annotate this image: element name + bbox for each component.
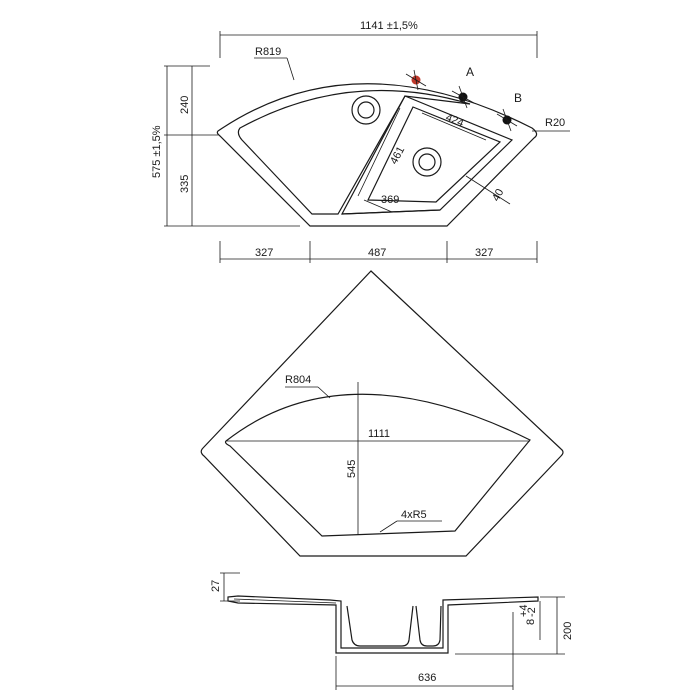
bowl-top-dim (421, 112, 487, 141)
bowl-inner-outline (367, 106, 502, 203)
corner-radius-label: R20 (545, 117, 565, 129)
cutout-inner (224, 393, 531, 537)
thickness-tol-plus: +4 (518, 604, 530, 617)
bowl-side-dim (357, 107, 401, 197)
bowl-width-label: 636 (418, 672, 436, 684)
section-view: 27 200 8 +4 -2 636 (210, 572, 574, 690)
overall-width-label: 1141 ±1,5% (360, 20, 418, 32)
section-bowl-right (415, 605, 442, 647)
cutout-diamond (200, 270, 564, 557)
seg-mid-label: 487 (368, 247, 386, 259)
bowl-inset-dim (465, 175, 511, 205)
r819-leader (286, 57, 295, 81)
drain-hole-drainer-inner (357, 101, 375, 119)
rim-thickness-label: 27 (210, 580, 222, 592)
tap-a-label: A (466, 65, 474, 79)
cutout-radius-label: R804 (285, 374, 311, 386)
seg-right-label: 327 (475, 247, 493, 259)
depth-upper-label: 240 (179, 96, 191, 114)
outer-radius-label: R819 (255, 46, 281, 58)
depth-lower-label: 335 (179, 175, 191, 193)
bowl-bottom-label: 369 (381, 194, 399, 206)
cutout-width-label: 1111 (368, 428, 390, 440)
tap-b-label: B (514, 91, 522, 105)
tap-hole-center-axis-2 (413, 69, 419, 91)
section-top-line (233, 598, 337, 604)
sink-outer-outline (216, 83, 538, 227)
r5-leader (379, 520, 398, 533)
drain-hole-drainer-outer (351, 95, 381, 125)
overall-depth-label: 575 ±1,5% (151, 125, 163, 178)
section-profile-outer (227, 595, 539, 654)
bowl-side-label: 461 (388, 145, 407, 167)
bowl-inset-label: 40 (490, 187, 506, 203)
thickness-value: 8 (525, 619, 537, 625)
cutout-depth-label: 545 (346, 460, 358, 478)
seg-left-label: 327 (255, 247, 273, 259)
drainer-inner-outline (237, 89, 471, 215)
cutout-corner-radius-label: 4xR5 (401, 509, 427, 521)
section-bowl-left (346, 605, 414, 647)
cutout-view: R804 1111 545 4xR5 (200, 270, 564, 557)
thickness-tol-minus: -2 (526, 607, 538, 617)
r804-leader (317, 386, 331, 399)
height-label: 200 (562, 622, 574, 640)
top-view: 1141 ±1,5% 575 ±1,5% 240 335 A (151, 20, 570, 263)
bowl-bottom-dim (363, 199, 393, 213)
tap-hole-b-axis-2 (502, 108, 512, 132)
drain-hole-bowl-inner (418, 153, 436, 171)
tap-hole-a-axis-2 (458, 85, 468, 109)
drain-hole-bowl-outer (412, 147, 442, 177)
